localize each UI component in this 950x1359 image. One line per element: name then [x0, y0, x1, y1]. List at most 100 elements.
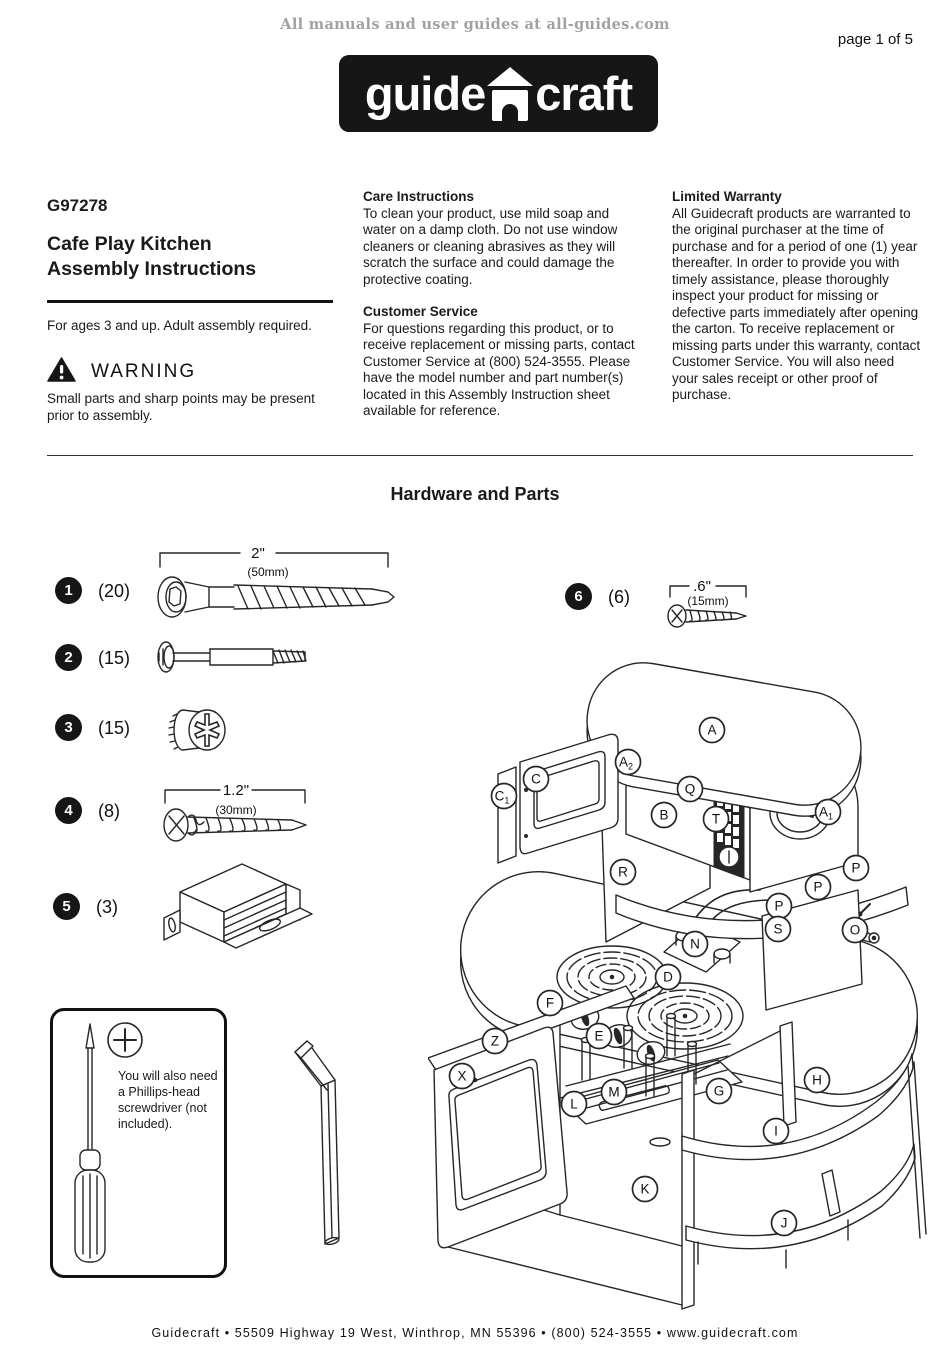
diagram-label-J: J	[770, 1209, 798, 1237]
diagram-label-I: I	[762, 1117, 790, 1145]
care-body: To clean your product, use mild soap and…	[363, 205, 618, 287]
svg-text:K: K	[640, 1182, 649, 1197]
diagram-label-B: B	[650, 801, 678, 829]
tools-note: You will also need a Phillips-head screw…	[118, 1069, 218, 1131]
svg-text:I: I	[774, 1124, 778, 1139]
warranty-column: Limited Warranty All Guidecraft products…	[672, 189, 922, 420]
svg-text:D: D	[663, 970, 673, 985]
part-drawing-cam-lock	[168, 709, 226, 751]
svg-text:C: C	[531, 772, 541, 787]
part-qty-4: (8)	[98, 801, 120, 821]
diagram-label-D: D	[654, 963, 682, 991]
svg-text:O: O	[850, 923, 861, 938]
title-block: G97278 Cafe Play Kitchen Assembly Instru…	[47, 196, 339, 424]
svg-text:A: A	[707, 723, 716, 738]
diagram-label-T: T	[702, 805, 730, 833]
part-drawing-hex-socket-bolt: 2" (50mm)	[157, 545, 395, 618]
footer-address: Guidecraft • 55509 Highway 19 West, Wint…	[151, 1326, 799, 1340]
svg-text:F: F	[546, 996, 554, 1011]
page-indicator: page 1 of 5	[837, 31, 913, 48]
part-badge-6: 6	[565, 583, 592, 610]
svg-text:B: B	[659, 808, 668, 823]
part-badge-5: 5	[53, 893, 80, 920]
service-heading: Customer Service	[363, 304, 478, 319]
svg-text:J: J	[781, 1216, 788, 1231]
model-number: G97278	[47, 196, 108, 215]
warning-title: WARNING	[91, 361, 197, 382]
diagram-label-N: N	[681, 930, 709, 958]
svg-text:.6": .6"	[693, 578, 711, 595]
diagram-label-Z: Z	[481, 1027, 509, 1055]
svg-text:M: M	[608, 1085, 619, 1100]
svg-text:H: H	[812, 1073, 822, 1088]
part-qty-1: (20)	[98, 581, 131, 601]
screwdriver-illustration	[74, 1022, 143, 1263]
guidecraft-logo: guide craft	[339, 55, 658, 132]
svg-text:X: X	[457, 1069, 466, 1084]
age-note: For ages 3 and up. Adult assembly requir…	[47, 318, 312, 333]
svg-text:R: R	[618, 865, 628, 880]
burner-right	[626, 982, 744, 1050]
part-badge-3: 3	[55, 714, 82, 741]
part-drawing-small-screw: .6" (15mm)	[667, 578, 747, 628]
diagram-label-K: K	[631, 1175, 659, 1203]
svg-text:N: N	[690, 937, 700, 952]
service-body: For questions regarding this product, or…	[363, 320, 635, 419]
svg-text:G: G	[714, 1084, 725, 1099]
diagram-label-C1: C1	[490, 782, 518, 810]
diagram-label-A: A	[698, 716, 726, 744]
tools-box	[50, 1008, 227, 1278]
hardware-heading: Hardware and Parts	[390, 484, 560, 504]
svg-text:(50mm): (50mm)	[247, 565, 288, 579]
house-icon	[485, 66, 535, 121]
diagram-label-L: L	[560, 1090, 588, 1118]
part-qty-6: (6)	[608, 587, 630, 607]
diagram-label-S: S	[764, 915, 792, 943]
diagram-label-M: M	[600, 1078, 628, 1106]
diagram-label-C: C	[522, 765, 550, 793]
diagram-label-P: P	[765, 892, 793, 920]
diagram-label-F: F	[536, 989, 564, 1017]
divider-rule	[47, 300, 333, 303]
diagram-label-A1: A1	[814, 798, 842, 826]
diagram-label-O: O	[841, 916, 869, 944]
warning-row: WARNING	[47, 357, 339, 387]
svg-text:S: S	[773, 922, 782, 937]
part-badge-1: 1	[55, 577, 82, 604]
svg-text:L: L	[570, 1097, 578, 1112]
part-drawing-cam-bolt	[157, 641, 307, 673]
svg-text:2": 2"	[251, 545, 265, 562]
svg-text:E: E	[594, 1029, 603, 1044]
diagram-label-G: G	[705, 1077, 733, 1105]
svg-text:P: P	[774, 899, 783, 914]
warranty-body: All Guidecraft products are warranted to…	[672, 205, 921, 403]
svg-text:P: P	[813, 880, 822, 895]
diagram-label-P: P	[804, 873, 832, 901]
part-qty-3: (15)	[98, 718, 131, 738]
diagram-label-R: R	[609, 858, 637, 886]
diagram-label-H: H	[803, 1066, 831, 1094]
document-title: Cafe Play Kitchen Assembly Instructions	[47, 233, 257, 280]
part-badge-2: 2	[55, 644, 82, 671]
diagram-label-Q: Q	[676, 775, 704, 803]
section-rule	[47, 455, 913, 456]
watermark: All manuals and user guides at all-guide…	[280, 16, 670, 33]
diagram-label-X: X	[448, 1062, 476, 1090]
care-heading: Care Instructions	[363, 189, 475, 204]
warning-triangle-icon	[47, 357, 76, 387]
svg-text:(30mm): (30mm)	[215, 803, 256, 817]
part-qty-2: (15)	[98, 648, 131, 668]
svg-text:Q: Q	[685, 782, 696, 797]
diagram-label-E: E	[585, 1022, 613, 1050]
warning-text: Small parts and sharp points may be pres…	[47, 391, 315, 423]
care-service-column: Care Instructions To clean your product,…	[363, 189, 643, 436]
logo-text-left: guide	[364, 67, 486, 120]
part-drawing-magnetic-catch	[163, 863, 313, 949]
svg-text:Z: Z	[491, 1034, 499, 1049]
part-qty-5: (3)	[96, 897, 118, 917]
svg-text:1.2": 1.2"	[223, 782, 249, 799]
part-badge-4: 4	[55, 797, 82, 824]
